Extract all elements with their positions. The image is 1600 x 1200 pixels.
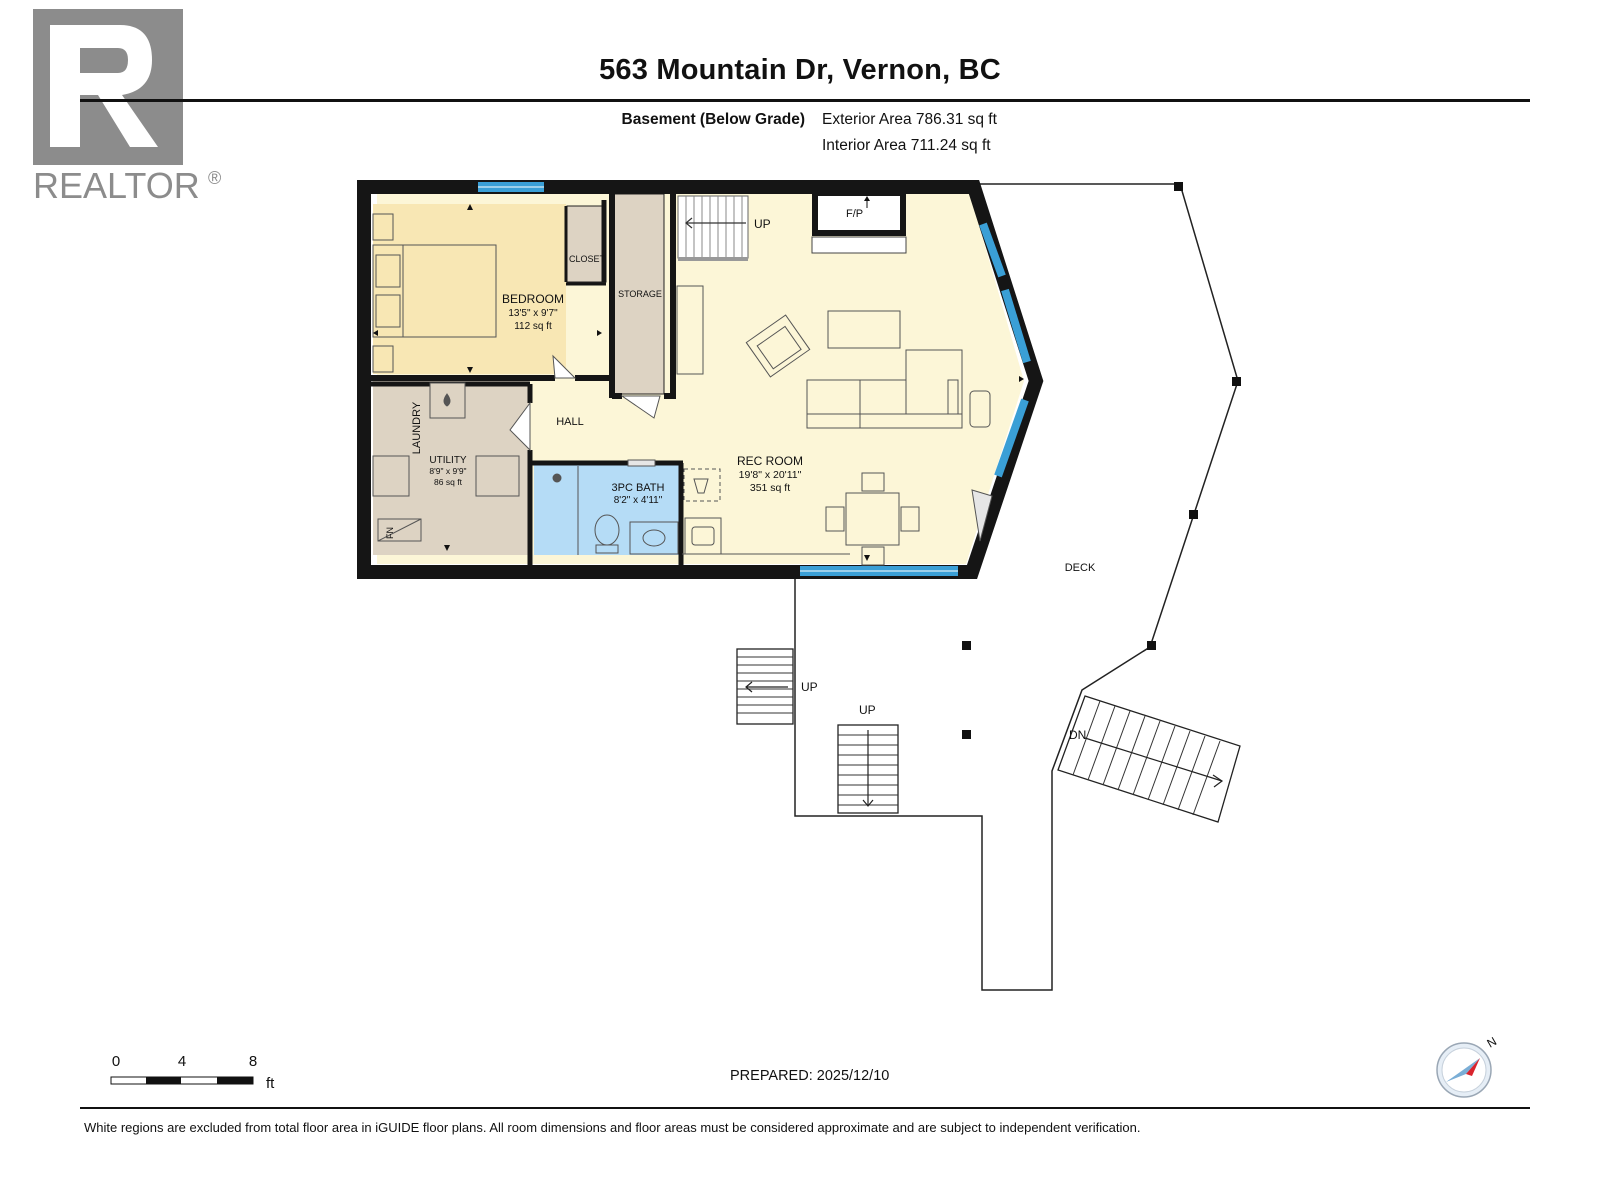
property-address: 563 Mountain Dr, Vernon, BC — [599, 54, 1001, 86]
doors — [509, 354, 993, 542]
header-divider — [80, 99, 1530, 102]
stairs-up-label-main: UP — [754, 217, 771, 231]
disclaimer-text: White regions are excluded from total fl… — [84, 1120, 1141, 1135]
utility-fixtures — [372, 382, 520, 542]
storage-name: STORAGE — [618, 289, 662, 299]
realtor-wordmark: REALTOR — [33, 165, 200, 206]
interior-area: Interior Area 711.24 sq ft — [822, 137, 991, 154]
floor-level-label: Basement (Below Grade) — [621, 111, 805, 128]
deck-stairs-right — [1057, 695, 1241, 823]
fireplace — [811, 190, 907, 254]
deck-stairs-left — [736, 648, 794, 725]
scale-tick-4: 4 — [178, 1053, 186, 1070]
deck — [794, 182, 1241, 991]
closet-floor — [566, 205, 607, 283]
main-stairs — [677, 195, 749, 261]
north-arrow-icon: N — [1436, 1034, 1500, 1098]
realtor-r-mark-icon: REALTOR ® — [33, 9, 221, 206]
deck-stairs-middle — [837, 724, 899, 814]
rec-room-name: REC ROOM — [737, 454, 803, 468]
scale-unit: ft — [266, 1075, 275, 1092]
room-markers — [373, 204, 1024, 561]
footer-divider — [80, 1107, 1530, 1109]
compass-label: N — [1485, 1034, 1500, 1050]
bath-dims: 8'2" x 4'11" — [614, 495, 663, 506]
rec-room-dims: 19'8" x 20'11" — [739, 469, 802, 481]
utility-name: UTILITY — [429, 455, 467, 466]
bedroom-furniture — [372, 213, 497, 373]
utility-dims: 8'9" x 9'9" — [429, 466, 466, 476]
windows — [478, 182, 1031, 576]
bedroom-name: BEDROOM — [502, 292, 564, 306]
prepared-date: PREPARED: 2025/12/10 — [730, 1068, 890, 1084]
scale-bar: 0 4 8 ft — [108, 1052, 308, 1102]
fireplace-label: F/P — [846, 208, 863, 220]
stairs-up-label-middle: UP — [859, 703, 876, 717]
rec-room-area: 351 sq ft — [750, 482, 790, 494]
scale-tick-8: 8 — [249, 1053, 257, 1070]
bedroom-dims: 13'5" x 9'7" — [508, 308, 558, 319]
stairs-down-label: DN — [1069, 728, 1086, 742]
bath-name: 3PC BATH — [612, 482, 665, 494]
realtor-logo: REALTOR ® — [30, 8, 230, 208]
exterior-walls — [357, 180, 1044, 579]
stairs-up-label-left: UP — [801, 680, 818, 694]
hall-name: HALL — [556, 416, 584, 428]
scale-tick-0: 0 — [112, 1053, 120, 1070]
bedroom-area: 112 sq ft — [514, 321, 552, 332]
closet-name: CLOSET — [569, 254, 606, 264]
exterior-area: Exterior Area 786.31 sq ft — [822, 111, 997, 128]
deck-name: DECK — [1065, 562, 1096, 574]
registered-mark: ® — [208, 168, 221, 188]
utility-area: 86 sq ft — [434, 477, 463, 487]
room-labels: BEDROOM 13'5" x 9'7" 112 sq ft CLOSET ST… — [429, 254, 1096, 574]
rec-room-furniture — [676, 285, 991, 566]
bath-fixtures — [552, 466, 679, 555]
storage-floor — [613, 193, 665, 395]
laundry-name: LAUNDRY — [411, 401, 423, 454]
compass: N — [1434, 1032, 1504, 1102]
furnace-label: FN — [385, 527, 395, 539]
